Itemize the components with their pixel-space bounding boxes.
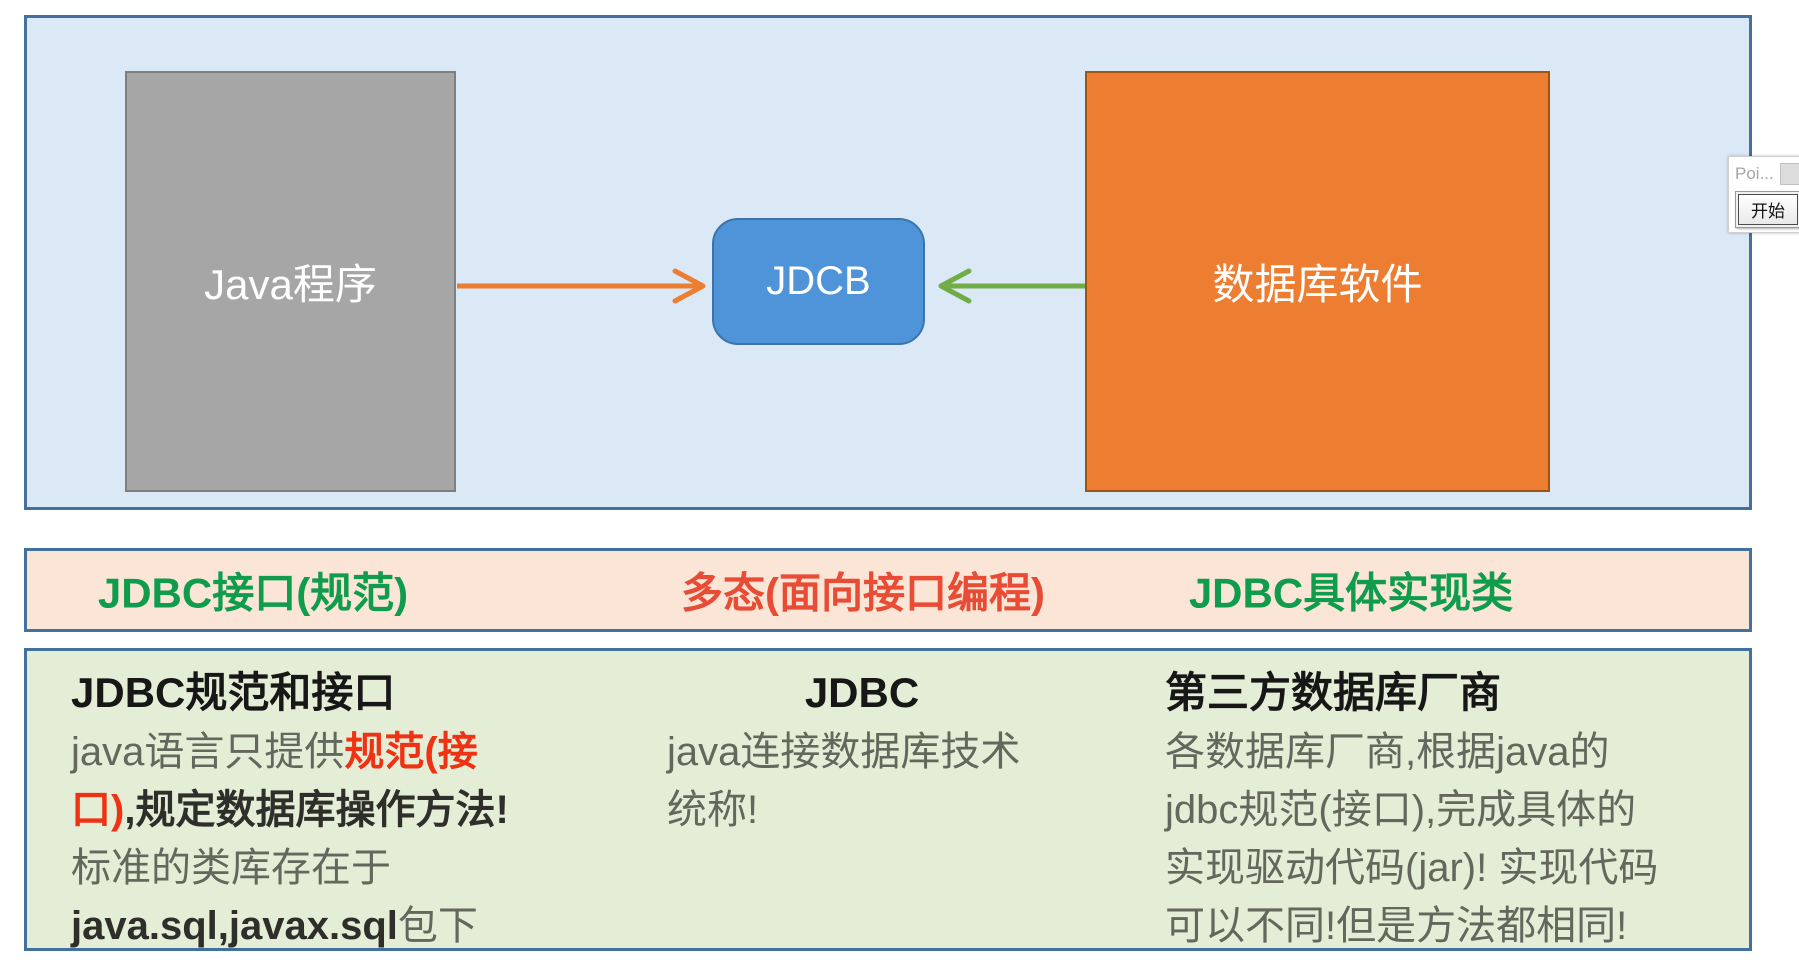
java-program-label: Java程序 bbox=[204, 261, 377, 308]
database-software-label: 数据库软件 bbox=[1212, 261, 1423, 308]
note-line: 实现驱动代码(jar)! 实现代码 bbox=[1165, 846, 1659, 890]
overlay-title-row: Poi... bbox=[1735, 161, 1799, 187]
note-text-bold: ,规定数据库操作方法! bbox=[124, 788, 509, 832]
note-text-plain: 包下 bbox=[397, 904, 478, 948]
note-line: 可以不同!但是方法都相同! bbox=[1165, 904, 1628, 948]
diagram-panel: Java程序 JDCB 数据库软件 bbox=[24, 15, 1752, 510]
band-label-polymorphism: 多态(面向接口编程) bbox=[681, 569, 1045, 617]
start-button[interactable]: 开始 bbox=[1738, 194, 1798, 225]
overlay-mini-button[interactable] bbox=[1779, 163, 1799, 185]
note-title: JDBC规范和接口 bbox=[71, 669, 396, 716]
jdbc-box-label: JDCB bbox=[766, 259, 871, 303]
arrow-right-icon bbox=[457, 268, 706, 304]
overlay-widget: Poi... 开始 bbox=[1728, 156, 1799, 233]
note-text-plain: 标准的类库存在于 bbox=[71, 846, 391, 890]
label-band: JDBC接口(规范) 多态(面向接口编程) JDBC具体实现类 bbox=[24, 548, 1752, 632]
note-body: java语言只提供规范(接口),规定数据库操作方法! bbox=[71, 723, 523, 839]
jdbc-box: JDCB bbox=[712, 218, 925, 345]
note-text-red: 规范(接口) bbox=[71, 730, 478, 832]
notes-panel: JDBC规范和接口 java语言只提供规范(接口),规定数据库操作方法! 标准的… bbox=[24, 648, 1752, 951]
band-label-jdbc-impl: JDBC具体实现类 bbox=[1188, 569, 1514, 617]
note-title: JDBC bbox=[804, 669, 920, 716]
note-text-code: java.sql,javax.sql bbox=[71, 904, 398, 948]
band-label-jdbc-interface: JDBC接口(规范) bbox=[97, 569, 409, 617]
note-text-plain: java语言只提供 bbox=[71, 730, 345, 774]
database-software-box: 数据库软件 bbox=[1085, 71, 1550, 492]
note-title: 第三方数据库厂商 bbox=[1165, 669, 1502, 716]
note-column-vendors: 第三方数据库厂商 各数据库厂商,根据java的 jdbc规范(接口),完成具体的… bbox=[1165, 663, 1765, 955]
note-column-jdbc-spec: JDBC规范和接口 java语言只提供规范(接口),规定数据库操作方法! 标准的… bbox=[71, 663, 523, 955]
overlay-title: Poi... bbox=[1735, 164, 1774, 183]
note-line: 统称! bbox=[667, 788, 759, 832]
note-line: jdbc规范(接口),完成具体的 bbox=[1165, 788, 1637, 832]
java-program-box: Java程序 bbox=[125, 71, 456, 492]
note-line: 各数据库厂商,根据java的 bbox=[1165, 730, 1610, 774]
note-line: java连接数据库技术 bbox=[667, 730, 1021, 774]
note-body: 标准的类库存在于 java.sql,javax.sql包下 bbox=[71, 839, 523, 955]
start-button-frame: 开始 bbox=[1735, 191, 1799, 228]
note-column-jdbc: JDBC java连接数据库技术 统称! bbox=[667, 663, 1057, 839]
arrow-left-icon bbox=[938, 268, 1089, 304]
